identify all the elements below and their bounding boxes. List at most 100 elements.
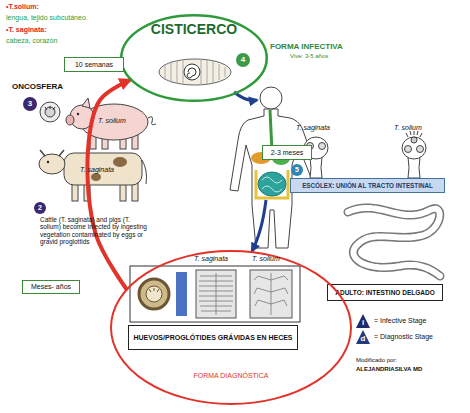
species-name: •T.solium: (6, 3, 39, 11)
scolex-sucker (405, 146, 412, 153)
stage-ellipse: FORMA DIAGNÓSTICAHUEVOS/PROGLÓTIDES GRÁV… (110, 250, 352, 405)
stage-icon-letter: i (356, 318, 370, 328)
species-label: T. saginata (194, 255, 228, 263)
cyst-stripes (165, 59, 225, 85)
stage-title: FORMA INFECTIVA (270, 42, 343, 51)
cow-horns (40, 150, 64, 156)
pig-ear (82, 98, 90, 108)
legend-text: = Diagnostic Stage (374, 333, 433, 340)
legend-entry: = Diagnostic Stage (374, 333, 433, 341)
cow-leg (72, 183, 78, 201)
callout-circle (291, 164, 303, 176)
scolex-neck (310, 157, 322, 178)
uterine-branches (254, 273, 288, 315)
small-intestine (258, 172, 286, 196)
legend-text: = Infective Stage (374, 317, 426, 324)
stage-title: ONCOSFERA (12, 82, 63, 91)
duration-box: Meses- años (22, 280, 80, 294)
cow-leg (132, 183, 138, 201)
duration-box: 2-3 meses (262, 145, 312, 160)
stage-ellipse: CISTICERCO (120, 14, 268, 102)
diagnostic-stage-icon (356, 330, 370, 344)
excretion-arrow (252, 200, 266, 251)
scolex-sucker (417, 146, 424, 153)
scolex-sucker (319, 143, 326, 150)
location-note: lengua, tejido subcutáneo. (6, 14, 88, 22)
credit-text: Modificado por: (356, 357, 397, 364)
stage-note: Cattle (T. saginata) and pigs (T. solium… (40, 216, 152, 246)
panel-frame (130, 266, 300, 322)
cysticercus-drawing (159, 59, 231, 85)
callout-circle (236, 53, 250, 67)
cow-head (39, 154, 65, 174)
callout-number: 4 (236, 55, 250, 65)
egg-hooks (149, 288, 159, 292)
adult-worm-outline (348, 208, 440, 276)
species-label: T. saginata (80, 166, 114, 174)
callout-number: 5 (290, 165, 304, 175)
cyst-scolex (184, 64, 200, 80)
cow-drawing (39, 150, 147, 201)
species-label: T. solium (98, 117, 126, 125)
node-text: ESCÓLEX: UNIÓN AL TRACTO INTESTINAL (300, 182, 435, 189)
intestine-coils (262, 177, 282, 192)
cow-leg (120, 183, 126, 201)
stage-note: Vive: 3-5 años (290, 53, 328, 60)
pig-tail (148, 117, 156, 125)
ellipse-outline (111, 251, 351, 404)
credit-text: ALEJANDRIASILVA MD (356, 366, 422, 373)
cow-spot (113, 157, 127, 167)
callout-circle (34, 202, 46, 214)
scolex-hooks (406, 131, 422, 137)
cow-spot (91, 173, 101, 181)
pig-drawing (66, 98, 156, 149)
proglottid (196, 270, 236, 318)
node-text: HUEVOS/PROGLÓTIDES GRÁVIDAS EN HECES (131, 334, 294, 342)
species-label: T. saginata (296, 124, 330, 132)
colon (256, 170, 288, 198)
oncosphere-shell (40, 102, 60, 122)
oncosphere-core (45, 107, 55, 117)
cycle-arrow (87, 80, 129, 289)
node-text: 2-3 meses (269, 149, 306, 157)
stage-box: HUEVOS/PROGLÓTIDES GRÁVIDAS EN HECES (128, 325, 298, 350)
human-head (260, 87, 282, 109)
location-note: cabeza, corazón (6, 37, 57, 45)
cow-eye (47, 161, 49, 163)
oncosphere-hooks (45, 106, 55, 110)
human-drawing (230, 87, 322, 248)
egg-shell (139, 279, 169, 309)
pig-snout (66, 115, 74, 125)
scolex-head (402, 137, 426, 159)
species-name: •T. saginata: (6, 26, 47, 34)
node-text: Meses- años (29, 283, 73, 291)
pig-eye (77, 113, 79, 115)
stage-box: ESCÓLEX: UNIÓN AL TRACTO INTESTINAL (290, 178, 445, 193)
egg-embryo (146, 286, 162, 302)
stage-box: ADULTO: INTESTINO DELGADO (327, 284, 443, 301)
stage-icon-letter: d (356, 334, 370, 344)
cow-body (64, 153, 142, 185)
species-label: T. solium (252, 255, 280, 263)
oncosphere-drawing (23, 97, 60, 122)
infective-stage-icon (356, 314, 370, 328)
proglottid (250, 270, 292, 318)
node-text: ADULTO: INTESTINO DELGADO (333, 289, 436, 296)
adult-worm-body (348, 208, 440, 276)
cow-tail (142, 160, 147, 184)
species-label: T. solium (394, 124, 422, 132)
callout-circle (23, 97, 37, 111)
node-text: 10 semanas (73, 61, 115, 69)
cyst-spiral (187, 68, 196, 78)
uterine-branches (199, 273, 233, 315)
legend-entry: = Infective Stage (374, 317, 426, 325)
node-text: CISTICERCO (120, 22, 268, 38)
scolex-neck (408, 157, 420, 178)
scolex-rostellum (411, 137, 417, 143)
blue-bar (176, 272, 187, 316)
egg-panel (130, 266, 300, 322)
